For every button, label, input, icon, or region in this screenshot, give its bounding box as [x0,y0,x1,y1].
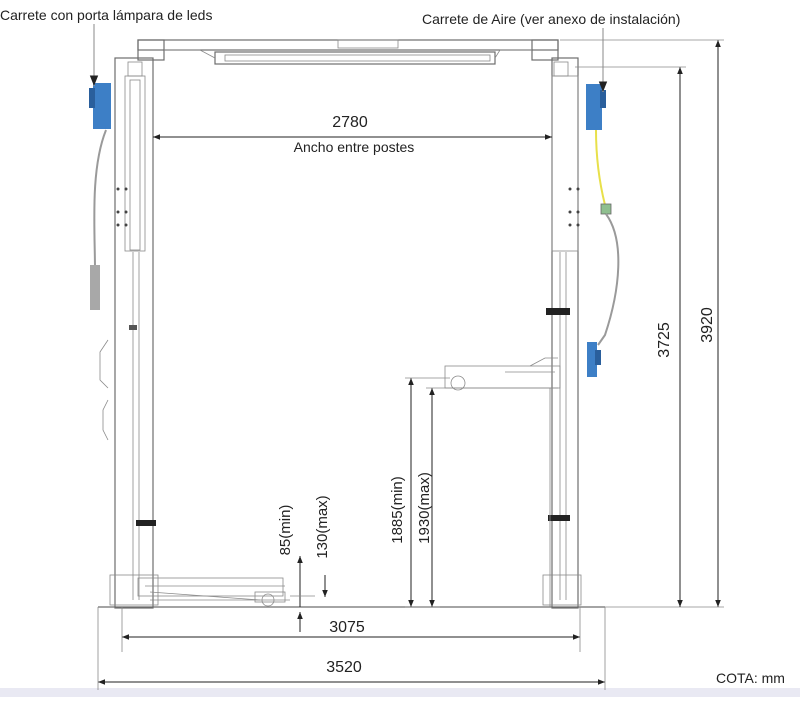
label-min-high: 1885(min) [389,476,406,544]
label-min-low: 85(min) [277,505,294,556]
label-max-low: 130(max) [314,495,331,558]
label-post-width-value: 2780 [332,114,368,131]
base-slab [97,606,606,620]
label-inner-width: 3075 [329,619,365,636]
label-height-3920: 3920 [699,307,716,343]
lift-arm-low [137,577,290,607]
reel-air [586,84,620,377]
left-post [99,57,159,609]
top-beam [137,39,559,65]
label-outer-width: 3520 [326,659,362,676]
label-reel-right: Carrete de Aire (ver anexo de instalació… [422,11,680,27]
lift-arm-high [444,357,561,607]
label-max-high: 1930(max) [416,472,433,544]
label-reel-left: Carrete con porta lámpara de leds [0,7,212,23]
label-units: COTA: mm [716,670,785,686]
label-post-width-caption: Ancho entre postes [294,139,415,155]
label-height-3725: 3725 [656,322,673,358]
lamp-holder-icon [90,265,100,310]
right-post [542,57,582,609]
bottom-strip [0,688,800,697]
reel-led-lamp [89,83,111,310]
